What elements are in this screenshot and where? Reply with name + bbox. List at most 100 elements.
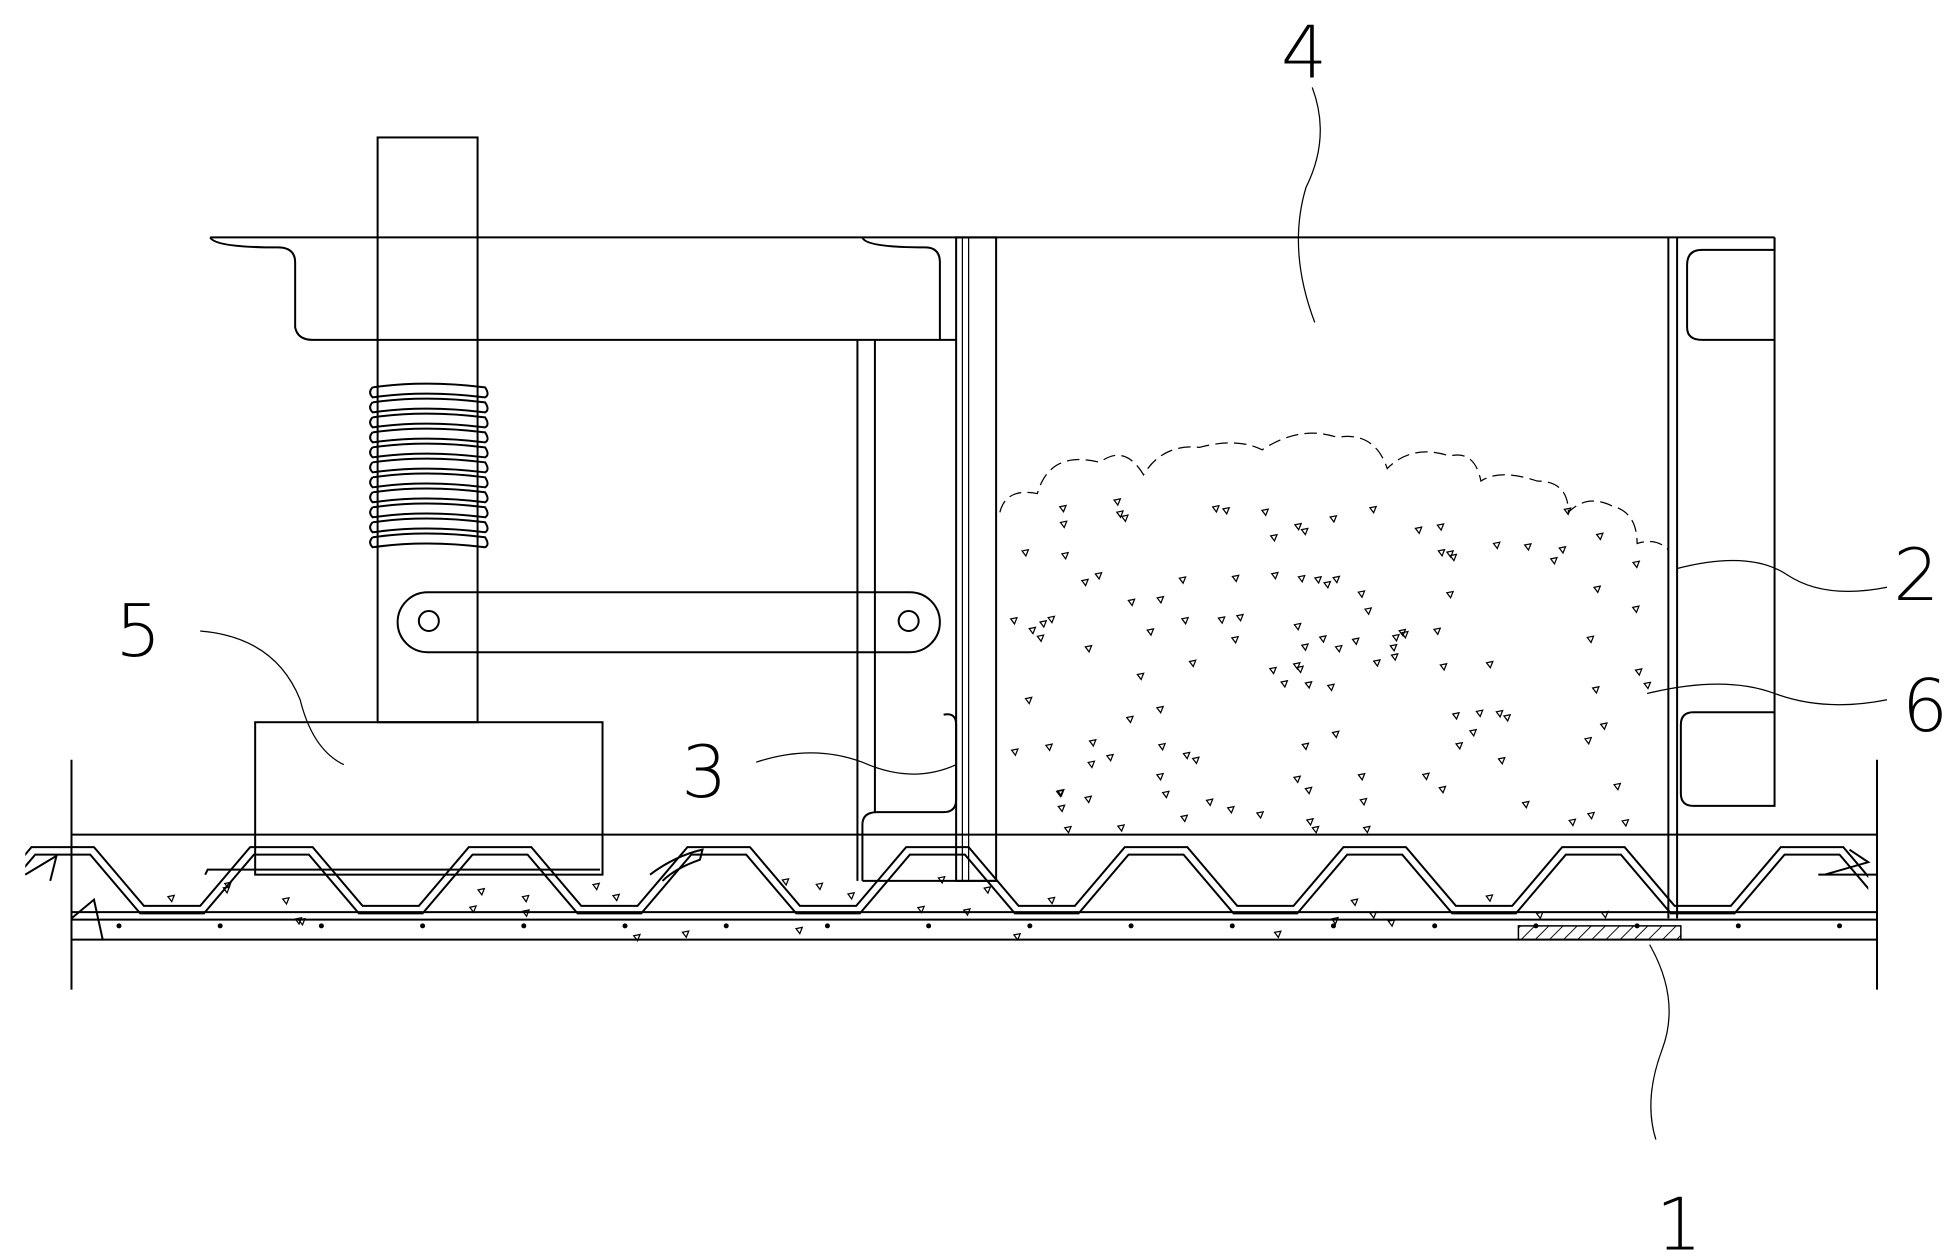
fill-particle xyxy=(1226,805,1235,815)
fill-particle xyxy=(294,916,303,926)
fill-particle xyxy=(781,877,790,887)
fill-particle xyxy=(1368,505,1378,515)
spring-coil xyxy=(369,412,489,429)
rebar-dot xyxy=(1330,923,1336,929)
spring-coil xyxy=(369,427,489,444)
fill-particle xyxy=(1038,619,1048,629)
fill-particle xyxy=(1311,825,1320,835)
fill-particle xyxy=(1451,711,1461,721)
fill-particle xyxy=(1105,753,1115,762)
spring-coil xyxy=(369,382,489,399)
fill-particle xyxy=(1468,728,1478,738)
fill-particle xyxy=(1217,616,1226,625)
fill-particle xyxy=(1613,782,1622,791)
fill-particle xyxy=(937,875,946,885)
top-beam xyxy=(209,236,1775,341)
fill-particle xyxy=(1155,772,1165,782)
fill-particle xyxy=(916,905,926,914)
fill-particle xyxy=(1161,790,1170,799)
fill-particle xyxy=(611,893,621,902)
fill-particle xyxy=(1586,811,1596,820)
fill-particle xyxy=(1563,507,1572,516)
label-3: 3 xyxy=(681,731,727,815)
fill-particle xyxy=(1357,772,1366,782)
fill-particle xyxy=(1568,818,1577,827)
fill-particle xyxy=(1432,627,1442,636)
fill-particle xyxy=(1330,916,1340,926)
fill-particle xyxy=(1063,825,1073,835)
fill-particle xyxy=(1334,644,1343,654)
fill-particle xyxy=(846,891,856,901)
fill-particle xyxy=(1293,622,1302,631)
fill-particle xyxy=(1125,715,1135,724)
fill-particle xyxy=(1318,635,1327,644)
fill-particle xyxy=(166,894,176,903)
fill-particle xyxy=(1351,637,1360,646)
fill-particle xyxy=(1221,506,1231,516)
fill-particle xyxy=(1313,575,1323,585)
fill-particle xyxy=(1621,818,1630,828)
rebar-dot xyxy=(926,923,932,929)
fill-particle xyxy=(1445,550,1455,559)
rebar-dot xyxy=(1128,923,1134,929)
fill-particle xyxy=(591,882,601,891)
fill-particle xyxy=(1595,532,1604,541)
fill-particle xyxy=(1591,685,1600,695)
fill-particle xyxy=(1273,930,1282,939)
fill-particle xyxy=(632,933,642,942)
fill-particle xyxy=(1036,634,1045,643)
fill-particle xyxy=(1116,824,1126,833)
fill-particle xyxy=(1326,683,1336,692)
fill-particle xyxy=(1558,545,1567,555)
fill-particle xyxy=(1211,504,1220,514)
fill-particle xyxy=(1047,896,1056,905)
rebar-dot xyxy=(116,923,122,929)
fill-particle xyxy=(1592,585,1602,594)
rebar-dot xyxy=(824,923,830,929)
fill-particle xyxy=(281,896,291,906)
rebar-dot xyxy=(622,923,628,929)
fill-particle xyxy=(1191,756,1200,765)
fill-particle xyxy=(1305,817,1315,827)
fill-material-pile xyxy=(999,432,1669,551)
right-plate xyxy=(1667,237,1776,919)
fill-particle xyxy=(1060,551,1070,561)
fill-particle xyxy=(1231,574,1240,583)
fill-particle xyxy=(1323,580,1332,590)
spring-coil xyxy=(369,517,489,534)
fill-particle xyxy=(1549,556,1558,566)
spring xyxy=(369,382,489,549)
fill-particle xyxy=(1398,628,1407,637)
fill-particle xyxy=(1497,756,1506,766)
rebar-dots xyxy=(116,923,1843,929)
rebar-dot xyxy=(1432,923,1438,929)
label-5: 5 xyxy=(115,590,161,674)
fill-particle xyxy=(1502,713,1512,723)
fill-particle xyxy=(983,886,992,895)
label-4: 4 xyxy=(1281,11,1327,95)
fill-particle xyxy=(1280,679,1289,689)
fill-particle xyxy=(1485,894,1494,903)
rebar-dot xyxy=(1837,923,1843,929)
fill-particle xyxy=(1057,804,1066,813)
deck-bottom-line xyxy=(25,853,1869,915)
rebar-dot xyxy=(217,923,223,929)
fill-particle xyxy=(1120,514,1129,523)
fill-particle xyxy=(1304,786,1313,795)
label-2: 2 xyxy=(1893,534,1939,618)
fill-particle xyxy=(1087,760,1096,769)
fill-particle xyxy=(1182,751,1191,760)
fill-particle xyxy=(1304,680,1313,690)
fill-particle xyxy=(1599,722,1608,731)
fill-particle xyxy=(1235,613,1245,622)
fill-particle xyxy=(1300,643,1310,652)
fill-particle xyxy=(1292,775,1302,784)
fill-particle xyxy=(1586,635,1595,644)
fill-particle xyxy=(1362,825,1371,834)
fill-particle xyxy=(1188,659,1197,668)
support-frame xyxy=(856,236,998,882)
rebar-dot xyxy=(1735,923,1741,929)
fill-particle xyxy=(1021,548,1030,558)
spring-coil xyxy=(369,502,489,519)
fill-particle xyxy=(1350,898,1359,907)
